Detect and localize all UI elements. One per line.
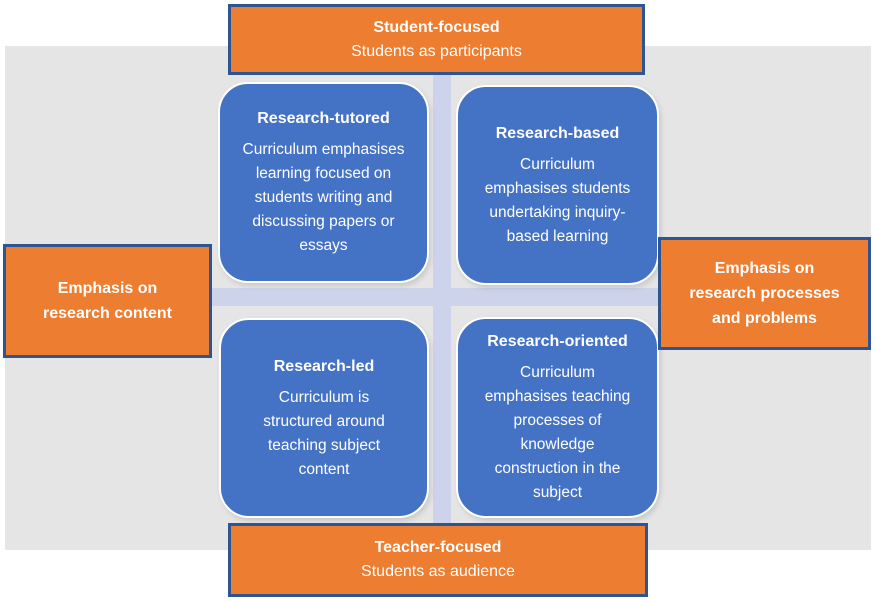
axis-title: Student-focused xyxy=(373,18,500,36)
quadrant-description: Curriculum emphasises learning focused o… xyxy=(242,141,405,254)
horizontal-axis-band xyxy=(5,288,871,306)
axis-label-student-focused: Student-focused Students as participants xyxy=(228,4,645,75)
axis-label-research-content: Emphasis on research content xyxy=(3,244,212,358)
axis-label-teacher-focused: Teacher-focused Students as audience xyxy=(228,523,648,597)
quadrant-research-led: Research-led Curriculum is structured ar… xyxy=(219,318,429,518)
quadrant-description: Curriculum emphasises students undertaki… xyxy=(484,155,631,245)
axis-title: Emphasis on research processes and probl… xyxy=(689,260,840,327)
axis-title: Teacher-focused xyxy=(374,539,502,556)
quadrant-research-oriented: Research-oriented Curriculum emphasises … xyxy=(456,317,659,518)
quadrant-research-tutored: Research-tutored Curriculum emphasises l… xyxy=(218,82,429,283)
axis-subtitle: Students as audience xyxy=(361,563,515,580)
quadrant-title: Research-tutored xyxy=(257,110,390,127)
axis-label-research-processes: Emphasis on research processes and probl… xyxy=(658,237,871,350)
quadrant-title: Research-based xyxy=(495,124,620,142)
quadrant-title: Research-led xyxy=(273,357,375,375)
quadrant-description: Curriculum emphasises teaching processes… xyxy=(484,364,631,501)
axis-title: Emphasis on research content xyxy=(43,280,172,322)
quadrant-research-based: Research-based Curriculum emphasises stu… xyxy=(456,85,659,285)
quadrant-description: Curriculum is structured around teaching… xyxy=(263,388,385,478)
quadrant-title: Research-oriented xyxy=(487,333,628,350)
axis-subtitle: Students as participants xyxy=(351,42,522,60)
